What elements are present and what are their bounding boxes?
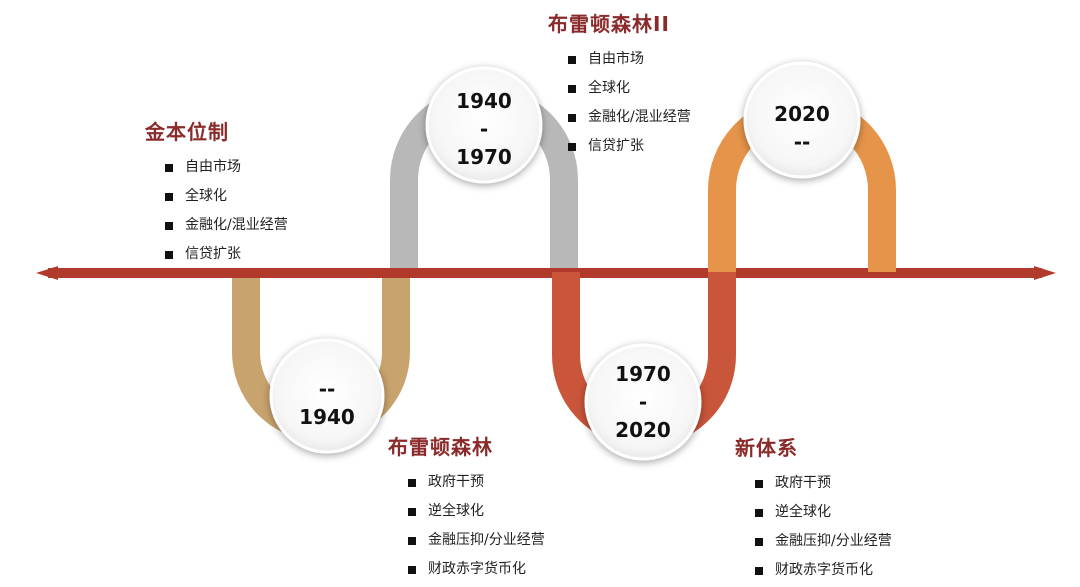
era-feature-list: 政府干预 逆全球化 金融压抑/分业经营 财政赤字货币化 [408, 468, 545, 584]
period-circle-1 [269, 338, 385, 454]
list-item-label: 金融压抑/分业经营 [428, 532, 545, 548]
list-item: 逆全球化 [408, 497, 545, 526]
era-feature-list: 自由市场 全球化 金融化/混业经营 信贷扩张 [165, 153, 288, 269]
square-bullet-icon [165, 250, 173, 259]
period-2-line-2: - [479, 117, 489, 141]
square-bullet-icon [165, 163, 173, 172]
square-bullet-icon [408, 478, 416, 487]
square-bullet-icon [568, 113, 576, 122]
period-circle-2 [425, 66, 543, 184]
square-bullet-icon [408, 507, 416, 516]
period-1-line-2: 1940 [299, 405, 355, 429]
square-bullet-icon [755, 537, 763, 546]
square-bullet-icon [755, 508, 763, 517]
list-item: 自由市场 [568, 45, 691, 74]
era-new-system: 新体系 政府干预 逆全球化 金融压抑/分业经营 财政赤字货币化 [735, 432, 892, 585]
era-bretton-woods-ii: 布雷顿森林II 自由市场 全球化 金融化/混业经营 信贷扩张 [548, 8, 691, 161]
square-bullet-icon [568, 84, 576, 93]
list-item-label: 金融化/混业经营 [185, 217, 288, 233]
square-bullet-icon [755, 479, 763, 488]
list-item: 自由市场 [165, 153, 288, 182]
era-title: 新体系 [735, 436, 798, 460]
list-item: 信贷扩张 [568, 132, 691, 161]
list-item: 财政赤字货币化 [755, 556, 892, 585]
list-item: 信贷扩张 [165, 240, 288, 269]
period-label-4: 2020 -- [747, 100, 857, 156]
era-title: 布雷顿森林 [388, 435, 493, 459]
era-title: 布雷顿森林II [548, 12, 670, 36]
period-3-line-1: 1970 [615, 362, 671, 386]
period-label-3: 1970 - 2020 [588, 360, 698, 444]
timeline-axis [36, 266, 1056, 280]
list-item-label: 财政赤字货币化 [775, 562, 873, 578]
list-item: 全球化 [165, 182, 288, 211]
period-3-line-3: 2020 [615, 418, 671, 442]
square-bullet-icon [755, 566, 763, 575]
list-item: 金融压抑/分业经营 [755, 527, 892, 556]
period-4-line-2: -- [793, 130, 811, 154]
period-circle-3 [584, 343, 702, 461]
list-item: 政府干预 [755, 469, 892, 498]
era-feature-list: 自由市场 全球化 金融化/混业经营 信贷扩张 [568, 45, 691, 161]
list-item: 金融压抑/分业经营 [408, 526, 545, 555]
list-item-label: 自由市场 [588, 51, 644, 67]
list-item: 金融化/混业经营 [568, 103, 691, 132]
square-bullet-icon [408, 536, 416, 545]
period-label-1: -- 1940 [272, 375, 382, 431]
list-item-label: 财政赤字货币化 [428, 561, 526, 577]
period-3-line-2: - [638, 390, 648, 414]
era-feature-list: 政府干预 逆全球化 金融压抑/分业经营 财政赤字货币化 [755, 469, 892, 585]
period-1-line-1: -- [318, 377, 336, 401]
list-item-label: 全球化 [588, 80, 630, 96]
list-item-label: 金融压抑/分业经营 [775, 533, 892, 549]
list-item-label: 信贷扩张 [185, 246, 241, 262]
period-circle-4 [743, 61, 861, 179]
list-item-label: 信贷扩张 [588, 138, 644, 154]
list-item: 政府干预 [408, 468, 545, 497]
list-item-label: 逆全球化 [428, 503, 484, 519]
list-item: 财政赤字货币化 [408, 555, 545, 584]
period-2-line-1: 1940 [456, 89, 512, 113]
square-bullet-icon [165, 192, 173, 201]
list-item-label: 政府干预 [428, 474, 484, 490]
list-item: 全球化 [568, 74, 691, 103]
period-label-2: 1940 - 1970 [429, 87, 539, 171]
list-item-label: 金融化/混业经营 [588, 109, 691, 125]
era-gold-standard: 金本位制 自由市场 全球化 金融化/混业经营 信贷扩张 [145, 116, 288, 269]
period-4-line-1: 2020 [774, 102, 830, 126]
list-item-label: 自由市场 [185, 159, 241, 175]
period-2-line-3: 1970 [456, 145, 512, 169]
list-item-label: 政府干预 [775, 475, 831, 491]
square-bullet-icon [568, 142, 576, 151]
list-item: 金融化/混业经营 [165, 211, 288, 240]
square-bullet-icon [165, 221, 173, 230]
square-bullet-icon [408, 565, 416, 574]
era-title: 金本位制 [145, 120, 229, 144]
era-bretton-woods: 布雷顿森林 政府干预 逆全球化 金融压抑/分业经营 财政赤字货币化 [388, 431, 545, 584]
list-item-label: 全球化 [185, 188, 227, 204]
square-bullet-icon [568, 55, 576, 64]
list-item-label: 逆全球化 [775, 504, 831, 520]
list-item: 逆全球化 [755, 498, 892, 527]
